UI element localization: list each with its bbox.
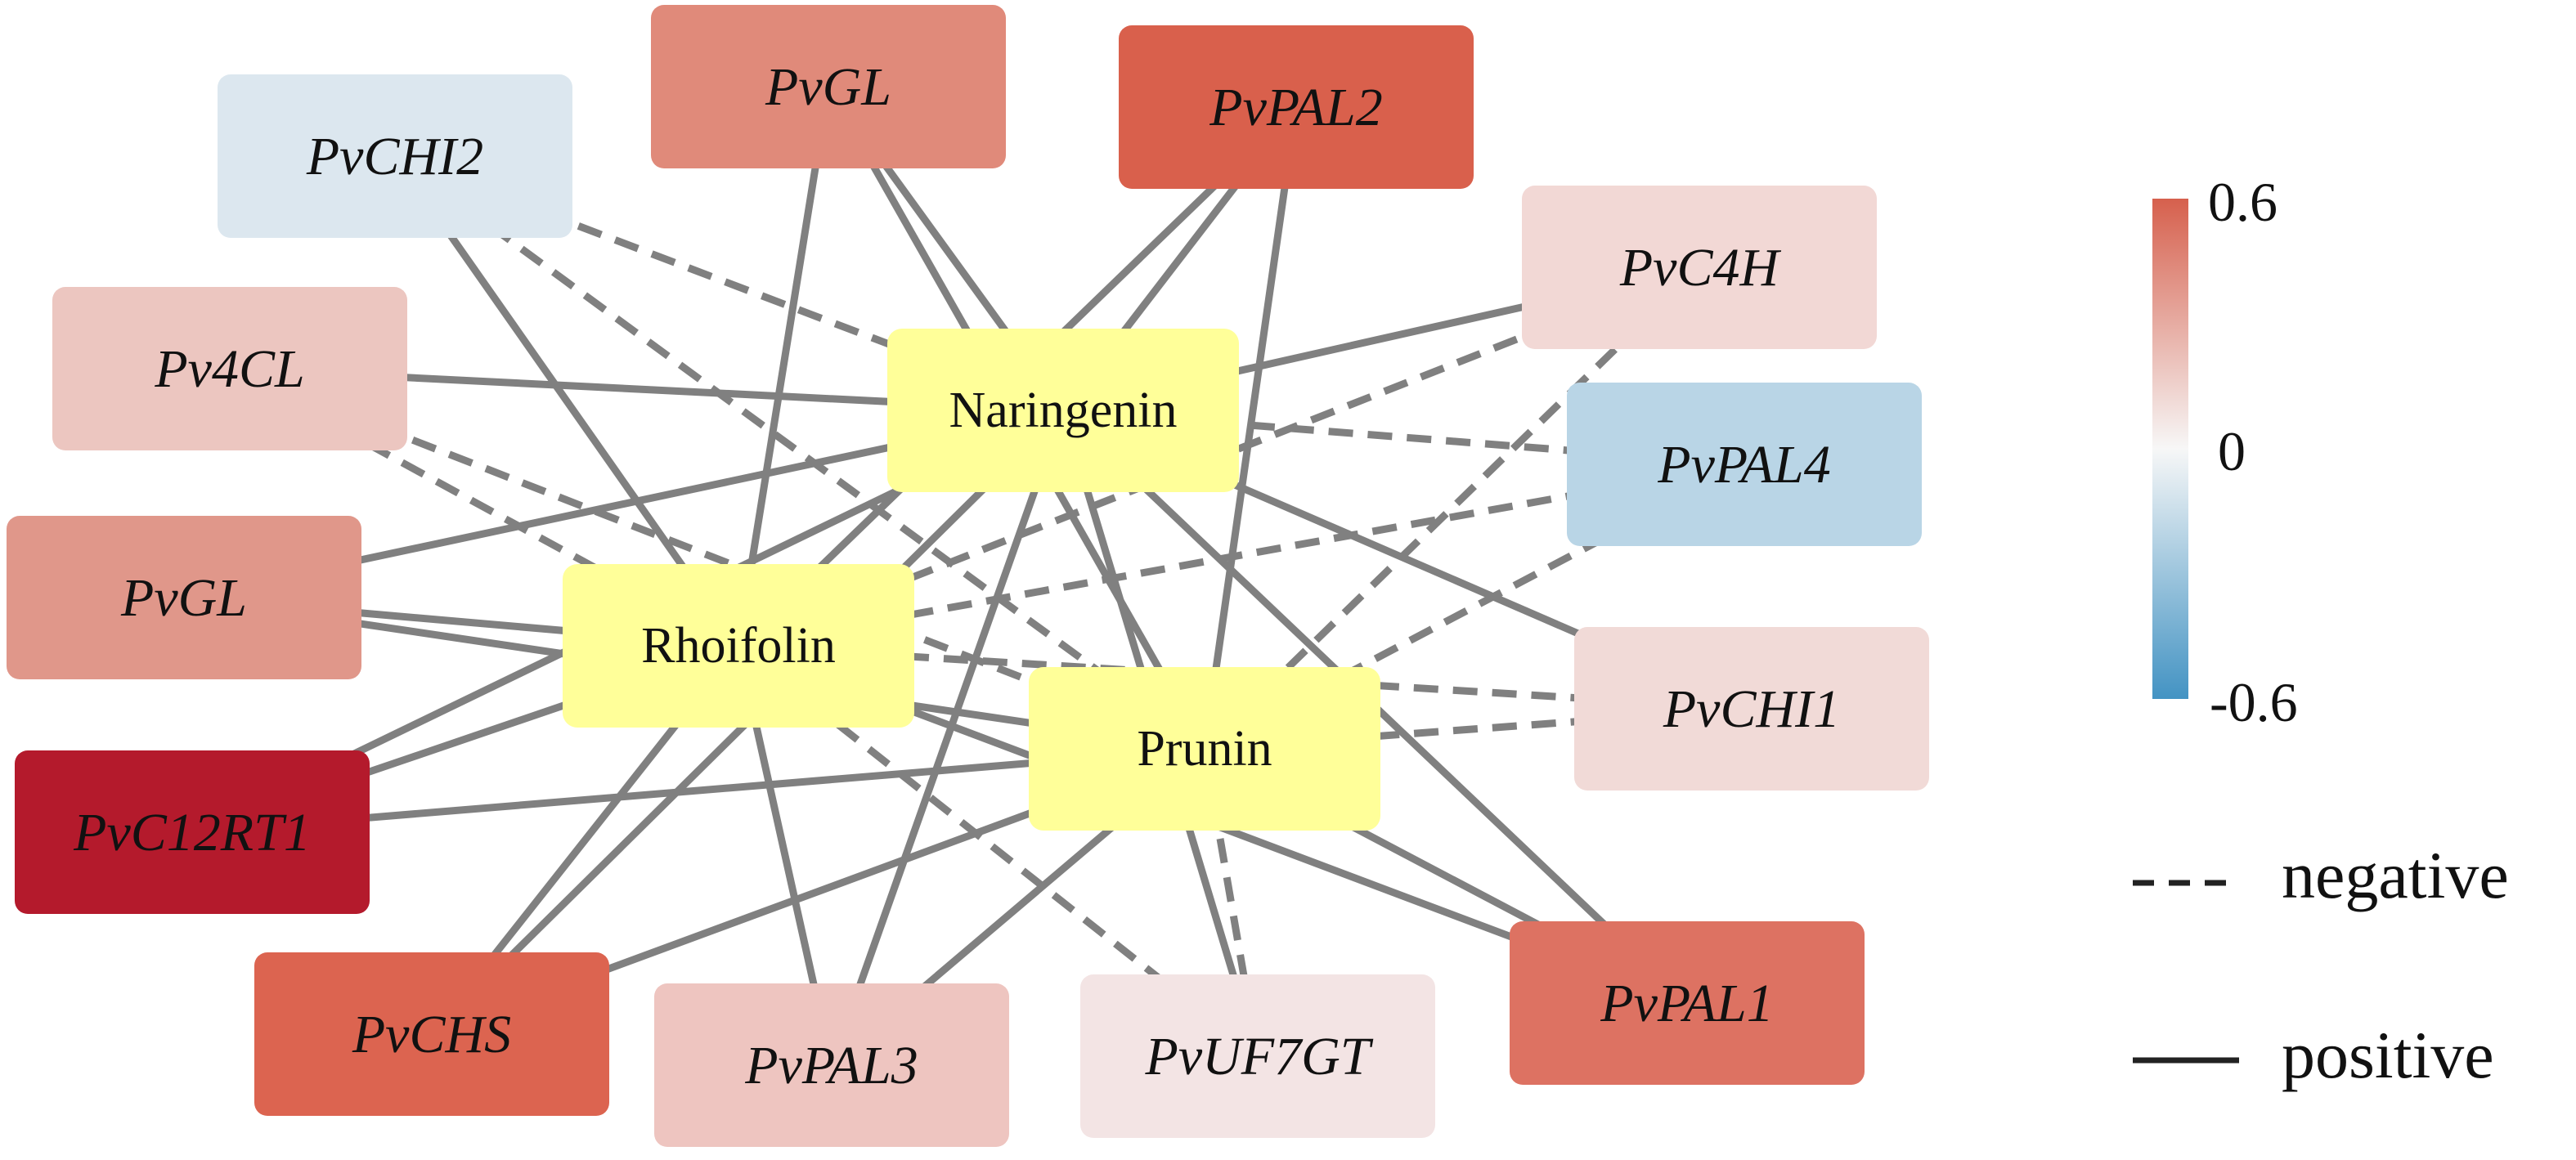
gene-node-pvpal2: PvPAL2	[1119, 25, 1474, 189]
gene-node-pv4cl: Pv4CL	[52, 287, 407, 450]
gene-node-box	[651, 5, 1006, 168]
gene-node-label: PvPAL2	[1209, 78, 1382, 137]
gene-node-pvc12rt1: PvC12RT1	[15, 750, 370, 914]
gene-node-pvgl-top: PvGL	[651, 5, 1006, 168]
edge-pvchi2-prunin-negative	[393, 153, 1207, 752]
positive-legend-label: positive	[2282, 1018, 2494, 1092]
gene-node-label: PvUF7GT	[1145, 1027, 1374, 1086]
gene-node-pvchi2: PvCHI2	[218, 74, 572, 238]
gene-node-label: PvGL	[120, 568, 247, 628]
gene-node-label: PvC4H	[1619, 238, 1782, 298]
gene-node-label: PvPAL4	[1657, 435, 1830, 495]
gene-node-box	[15, 750, 370, 914]
gene-node-label: PvCHI1	[1663, 679, 1840, 739]
colorbar-min-label: -0.6	[2210, 671, 2298, 733]
gene-node-pvchs: PvCHS	[254, 952, 609, 1116]
negative-legend-label: negative	[2282, 838, 2509, 912]
gene-node-box	[218, 74, 572, 238]
gene-node-label: Pv4CL	[154, 339, 304, 399]
colorbar-mid-label: 0	[2218, 420, 2246, 482]
metabolite-node-label: Rhoifolin	[641, 618, 836, 674]
metabolite-node-label: Naringenin	[949, 383, 1178, 438]
gene-node-box	[7, 516, 361, 679]
gene-node-label: PvC12RT1	[73, 803, 311, 862]
gene-node-label: PvPAL3	[744, 1036, 918, 1095]
gene-node-pvgl-left: PvGL	[7, 516, 361, 679]
gene-node-pvuf7gt: PvUF7GT	[1080, 974, 1435, 1138]
gene-node-box	[1119, 25, 1474, 189]
edge-pvpal3-naringenin-positive	[828, 409, 1067, 1067]
edge-pvgl-top-rhoifolin-positive	[734, 86, 832, 647]
gene-node-box	[1567, 383, 1922, 546]
gene-node-label: PvCHI2	[306, 127, 483, 186]
metabolite-node-label: Prunin	[1137, 721, 1272, 777]
colorbar	[2152, 199, 2188, 699]
gene-node-box	[1510, 921, 1865, 1085]
colorbar-legend: 0.6 0 -0.6	[2152, 171, 2298, 733]
colorbar-max-label: 0.6	[2208, 171, 2278, 233]
gene-node-pvc4h: PvC4H	[1522, 186, 1877, 349]
gene-node-pvpal3: PvPAL3	[654, 983, 1009, 1147]
gene-node-box	[254, 952, 609, 1116]
metabolite-node-naringenin: Naringenin	[887, 329, 1239, 492]
metabolite-node-prunin: Prunin	[1029, 667, 1380, 831]
line-style-legend: negative positive	[2133, 838, 2509, 1092]
gene-node-label: PvGL	[765, 57, 891, 117]
metabolite-node-box	[1029, 667, 1380, 831]
gene-node-label: PvCHS	[352, 1005, 511, 1064]
metabolite-node-box	[563, 564, 914, 728]
gene-node-pvchi1: PvCHI1	[1574, 627, 1929, 791]
gene-node-pvpal1: PvPAL1	[1510, 921, 1865, 1085]
gene-node-box	[52, 287, 407, 450]
gene-node-box	[654, 983, 1009, 1147]
gene-node-label: PvPAL1	[1600, 974, 1773, 1033]
gene-node-box	[1522, 186, 1877, 349]
gene-node-pvpal4: PvPAL4	[1567, 383, 1922, 546]
metabolite-node-box	[887, 329, 1239, 492]
gene-node-box	[1574, 627, 1929, 791]
gene-node-box	[1080, 974, 1435, 1138]
metabolite-node-rhoifolin: Rhoifolin	[563, 564, 914, 728]
